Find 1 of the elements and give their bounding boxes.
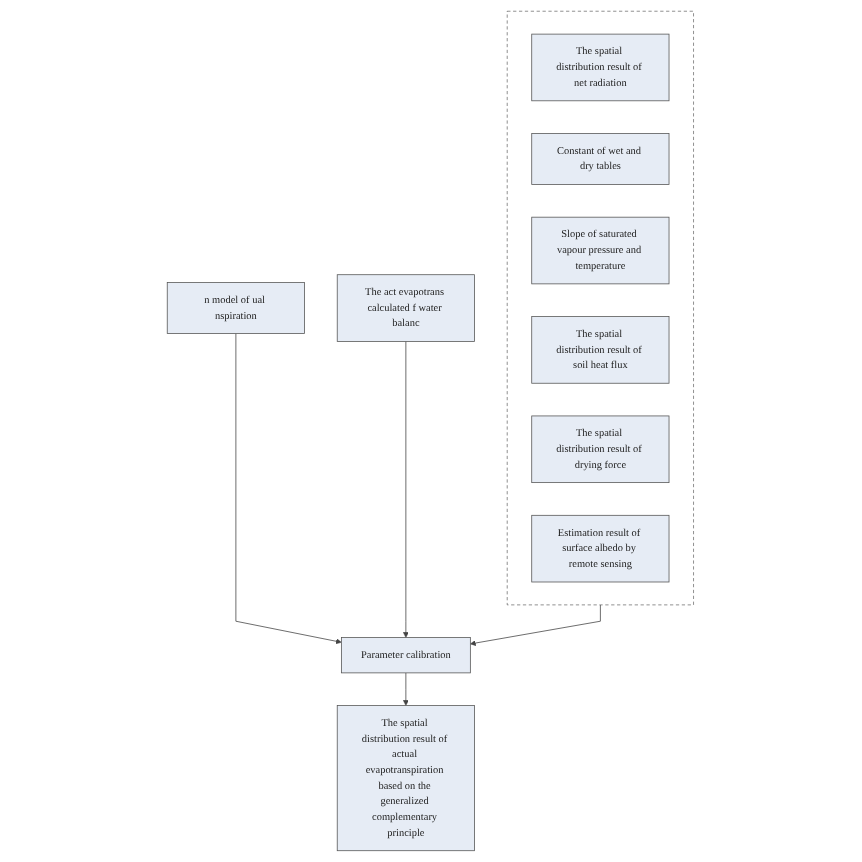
cluster	[507, 10, 695, 606]
